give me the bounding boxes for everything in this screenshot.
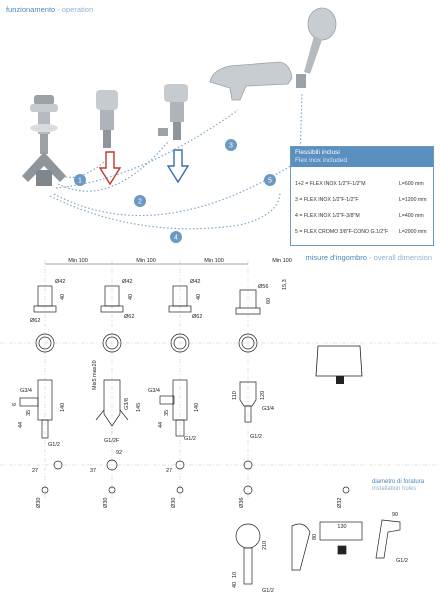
svg-text:140: 140 xyxy=(194,403,200,412)
svg-text:Ø30: Ø30 xyxy=(171,498,177,508)
waterfall-spout xyxy=(209,61,293,101)
svg-text:G1/2: G1/2 xyxy=(184,436,196,442)
svg-text:G1/2F: G1/2F xyxy=(104,438,120,444)
included-hoses-box: Flessibili inclusi Flex inox included 1+… xyxy=(290,146,434,246)
svg-text:Ø30: Ø30 xyxy=(36,498,42,508)
svg-text:Ø56: Ø56 xyxy=(258,284,268,290)
spacing-label: Min 100 xyxy=(204,258,224,264)
shower-drawings xyxy=(235,519,401,585)
title-it: funzionamento xyxy=(6,5,56,14)
svg-text:2: 2 xyxy=(138,199,142,206)
marker-4: 4 xyxy=(170,231,182,243)
spout-front-view xyxy=(315,345,363,377)
svg-text:60: 60 xyxy=(266,298,272,304)
svg-text:Ø30: Ø30 xyxy=(103,498,109,508)
svg-text:Ø62: Ø62 xyxy=(192,314,202,320)
marker-2: 2 xyxy=(134,195,146,207)
svg-text:Ø42: Ø42 xyxy=(55,279,65,285)
svg-text:Ø32: Ø32 xyxy=(337,498,343,508)
svg-text:40: 40 xyxy=(60,294,66,300)
valve-bodies xyxy=(19,379,257,439)
svg-text:210: 210 xyxy=(262,541,268,550)
svg-text:G1/2: G1/2 xyxy=(250,434,262,440)
svg-text:27: 27 xyxy=(32,468,38,474)
svg-text:G3/4: G3/4 xyxy=(148,388,160,394)
hot-arrow-icon xyxy=(98,151,122,186)
svg-text:40: 40 xyxy=(232,582,238,588)
svg-text:Mix5 max20: Mix5 max20 xyxy=(92,360,98,390)
svg-text:G1/2: G1/2 xyxy=(396,558,408,564)
section-title-dimensions: misure d'ingombro - overall dimension xyxy=(305,253,432,262)
svg-text:35: 35 xyxy=(164,410,170,416)
valve-hot xyxy=(158,84,188,140)
marker-1: 1 xyxy=(74,174,86,186)
svg-text:90: 90 xyxy=(392,512,398,518)
svg-text:44: 44 xyxy=(158,422,164,428)
spacing-label: Min 100 xyxy=(272,258,292,264)
installation-holes-label: diametro di foratura installation holes xyxy=(372,479,425,492)
svg-text:40: 40 xyxy=(128,294,134,300)
svg-text:110: 110 xyxy=(232,391,238,400)
svg-text:Ø42: Ø42 xyxy=(122,279,132,285)
svg-text:G1/2: G1/2 xyxy=(262,588,274,594)
svg-text:4: 4 xyxy=(174,235,178,242)
svg-text:Ø42: Ø42 xyxy=(190,279,200,285)
svg-text:120: 120 xyxy=(260,391,266,400)
spacing-label: Min 100 xyxy=(68,258,88,264)
hoses-title-it: Flessibili inclusi xyxy=(295,149,340,156)
svg-text:44: 44 xyxy=(18,422,24,428)
svg-text:Ø36: Ø36 xyxy=(239,498,245,508)
svg-text:140: 140 xyxy=(60,403,66,412)
marker-3: 3 xyxy=(225,139,237,151)
svg-text:37: 37 xyxy=(90,468,96,474)
svg-text:5: 5 xyxy=(268,178,272,185)
hoses-title-en: Flex inox included xyxy=(295,157,348,164)
svg-text:6: 6 xyxy=(12,403,18,406)
cold-arrow-icon xyxy=(166,149,190,184)
svg-text:G1/2: G1/2 xyxy=(48,442,60,448)
title-en: operation xyxy=(61,5,94,14)
marker-5: 5 xyxy=(264,174,276,186)
svg-text:92: 92 xyxy=(116,450,122,456)
spacing-label: Min 100 xyxy=(136,258,156,264)
svg-text:80: 80 xyxy=(312,534,318,540)
technical-drawing: Min 100 Min 100 Min 100 Min 100 Ø42 Ø42 … xyxy=(0,258,440,594)
svg-text:Ø62: Ø62 xyxy=(124,314,134,320)
svg-text:1: 1 xyxy=(78,178,82,185)
product-illustration: 1 2 3 4 5 xyxy=(22,7,337,243)
svg-text:40: 40 xyxy=(196,294,202,300)
included-hoses-header: Flessibili inclusi Flex inox included xyxy=(291,147,433,167)
svg-text:G3/4: G3/4 xyxy=(20,388,32,394)
svg-text:3: 3 xyxy=(229,143,233,150)
svg-text:Ø62: Ø62 xyxy=(30,318,40,324)
section-title-operation: funzionamento - operation xyxy=(6,5,94,14)
installation-hole-marks xyxy=(41,485,350,495)
svg-text:130: 130 xyxy=(337,524,346,530)
svg-text:35: 35 xyxy=(26,410,32,416)
svg-text:10: 10 xyxy=(232,572,238,578)
valve-cold xyxy=(96,90,118,148)
svg-text:15,3: 15,3 xyxy=(282,279,288,290)
rosette-circles xyxy=(35,333,258,353)
center-lines xyxy=(0,260,440,500)
svg-text:G3/8: G3/8 xyxy=(124,398,130,410)
svg-text:27: 27 xyxy=(166,468,172,474)
svg-text:145: 145 xyxy=(136,403,142,412)
hand-shower xyxy=(296,7,337,88)
valve-with-diverter xyxy=(22,95,66,186)
svg-text:G3/4: G3/4 xyxy=(262,406,274,412)
